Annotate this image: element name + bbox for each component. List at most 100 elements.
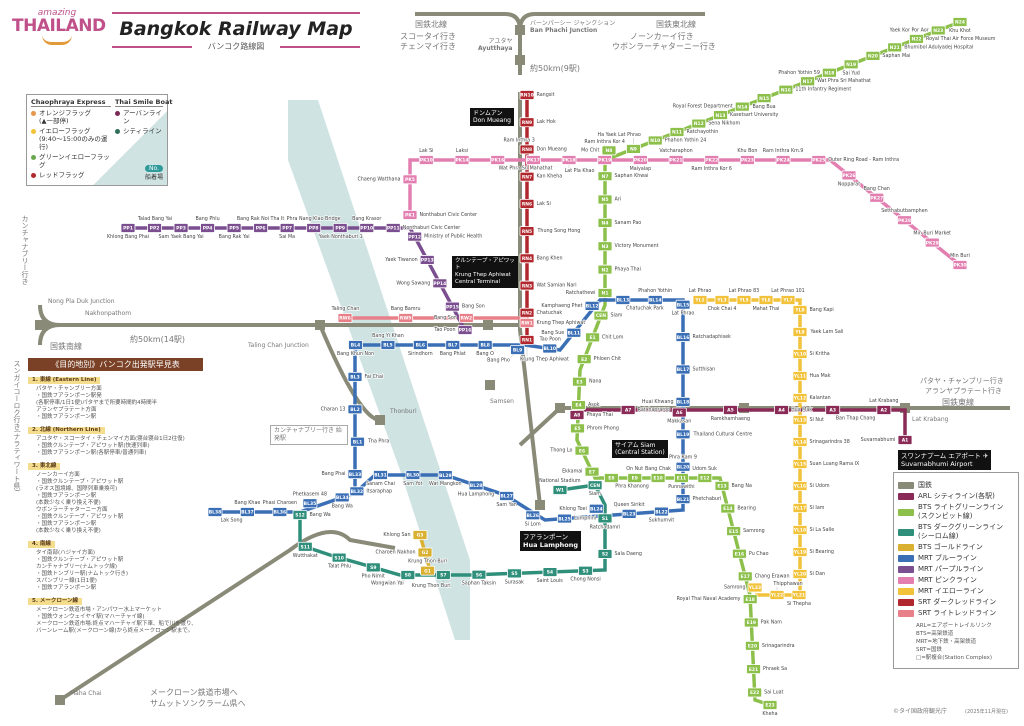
- station-marker[interactable]: PK30: [952, 260, 968, 270]
- station-marker[interactable]: N18: [821, 67, 837, 78]
- station-marker[interactable]: S6: [471, 569, 487, 580]
- station-marker[interactable]: PP14: [432, 278, 448, 289]
- station-marker[interactable]: S2: [597, 549, 613, 559]
- srt-station-marker[interactable]: [515, 25, 525, 35]
- srt-station-marker[interactable]: [515, 55, 525, 65]
- station-marker[interactable]: S5: [507, 568, 522, 579]
- station-marker[interactable]: G1: [420, 565, 435, 576]
- station-marker[interactable]: BL7: [445, 340, 461, 350]
- station-marker[interactable]: N1: [597, 288, 613, 298]
- station-marker[interactable]: N14: [734, 101, 750, 112]
- station-marker[interactable]: N11: [669, 127, 685, 137]
- station-marker[interactable]: PK26: [841, 170, 857, 181]
- station-marker[interactable]: N12: [691, 118, 707, 129]
- station-marker[interactable]: YL20: [792, 569, 808, 579]
- station-marker[interactable]: YL23: [747, 582, 763, 593]
- station-marker[interactable]: N4: [597, 217, 613, 228]
- station-marker[interactable]: BL35: [302, 498, 318, 509]
- station-marker[interactable]: N2: [597, 264, 613, 275]
- srt-station-marker[interactable]: [555, 403, 565, 413]
- station-marker[interactable]: BL5: [380, 340, 396, 350]
- station-marker[interactable]: E14: [720, 503, 736, 514]
- station-marker[interactable]: A1: [897, 435, 913, 445]
- station-marker[interactable]: E3: [572, 376, 587, 387]
- srt-station-marker[interactable]: [900, 403, 910, 413]
- station-marker[interactable]: E22: [747, 687, 763, 698]
- station-marker[interactable]: YL17: [792, 503, 808, 513]
- station-marker[interactable]: BL28: [468, 480, 484, 491]
- station-marker[interactable]: BL23: [621, 509, 637, 519]
- station-marker[interactable]: E9: [627, 473, 643, 483]
- station-marker[interactable]: YL8: [792, 305, 808, 315]
- station-marker[interactable]: A5: [723, 405, 738, 415]
- srt-station-marker[interactable]: [485, 380, 495, 390]
- station-marker[interactable]: N3: [597, 241, 613, 252]
- station-marker[interactable]: A7: [620, 405, 636, 415]
- station-marker[interactable]: BL13: [615, 295, 631, 305]
- station-marker[interactable]: W1: [552, 485, 568, 495]
- station-marker[interactable]: E20: [745, 640, 760, 651]
- station-marker[interactable]: YL9: [792, 327, 808, 337]
- station-marker[interactable]: RN1: [519, 335, 535, 345]
- station-marker[interactable]: BL11: [566, 327, 582, 338]
- station-marker[interactable]: G3: [412, 530, 428, 540]
- station-marker[interactable]: G2: [417, 547, 433, 558]
- station-marker[interactable]: BL37: [240, 507, 255, 517]
- station-marker[interactable]: RW2: [458, 313, 474, 323]
- station-marker[interactable]: PP13: [419, 255, 435, 265]
- station-marker[interactable]: BL6: [412, 340, 428, 350]
- station-marker[interactable]: RN2: [519, 307, 535, 318]
- station-marker[interactable]: PK17: [525, 155, 541, 165]
- station-marker[interactable]: S7: [435, 570, 451, 580]
- station-marker[interactable]: N23: [930, 25, 946, 36]
- station-marker[interactable]: N10: [647, 135, 663, 146]
- station-marker[interactable]: YL11: [792, 371, 808, 381]
- srt-station-marker[interactable]: [483, 320, 493, 330]
- station-marker[interactable]: E15: [726, 526, 742, 537]
- station-marker[interactable]: S1: [597, 513, 613, 524]
- station-marker[interactable]: E1: [585, 332, 600, 343]
- station-marker[interactable]: E17: [737, 571, 753, 582]
- station-marker[interactable]: BL24: [588, 503, 604, 514]
- station-marker[interactable]: CEN: [587, 480, 603, 491]
- station-marker[interactable]: BL34: [334, 492, 350, 503]
- station-marker[interactable]: BL10: [542, 343, 558, 354]
- station-marker[interactable]: PP7: [279, 223, 295, 233]
- station-marker[interactable]: YL7: [780, 295, 796, 305]
- srt-station-marker[interactable]: [55, 695, 65, 705]
- station-marker[interactable]: S11: [297, 541, 313, 552]
- station-marker[interactable]: E13: [714, 481, 730, 491]
- station-marker[interactable]: YL15: [792, 459, 808, 469]
- station-marker[interactable]: BL31: [373, 470, 388, 480]
- station-marker[interactable]: RW1: [519, 318, 535, 328]
- station-marker[interactable]: N15: [756, 93, 772, 104]
- station-marker[interactable]: CEN: [593, 310, 609, 321]
- station-marker[interactable]: BL14: [647, 295, 663, 305]
- station-marker[interactable]: S4: [542, 567, 558, 577]
- station-marker[interactable]: BL33: [347, 469, 363, 480]
- station-marker[interactable]: PK29: [924, 237, 940, 248]
- station-marker[interactable]: PK25: [811, 155, 827, 165]
- station-marker[interactable]: N17: [800, 76, 816, 87]
- station-marker[interactable]: A4: [774, 405, 789, 415]
- station-marker[interactable]: YL1: [692, 295, 708, 305]
- station-marker[interactable]: E12: [697, 473, 713, 483]
- station-marker[interactable]: YL6: [758, 295, 774, 305]
- station-marker[interactable]: BL3: [347, 371, 363, 382]
- station-marker[interactable]: PK1: [402, 210, 418, 220]
- station-marker[interactable]: YL12: [792, 393, 808, 403]
- station-marker[interactable]: BL17: [675, 364, 691, 375]
- station-marker[interactable]: RN7: [519, 171, 535, 182]
- station-marker[interactable]: PP3: [173, 223, 189, 233]
- station-marker[interactable]: BL29: [437, 470, 453, 481]
- station-marker[interactable]: E2: [576, 354, 592, 365]
- station-marker[interactable]: PK22: [704, 155, 720, 165]
- station-marker[interactable]: E19: [743, 617, 759, 628]
- station-marker[interactable]: PP9: [332, 223, 348, 233]
- station-marker[interactable]: RN6: [519, 198, 535, 209]
- station-marker[interactable]: N24: [952, 17, 968, 27]
- station-marker[interactable]: N5: [597, 194, 613, 205]
- station-marker[interactable]: PK5: [402, 174, 418, 185]
- station-marker[interactable]: YL13: [792, 415, 808, 425]
- station-marker[interactable]: A6: [671, 407, 687, 418]
